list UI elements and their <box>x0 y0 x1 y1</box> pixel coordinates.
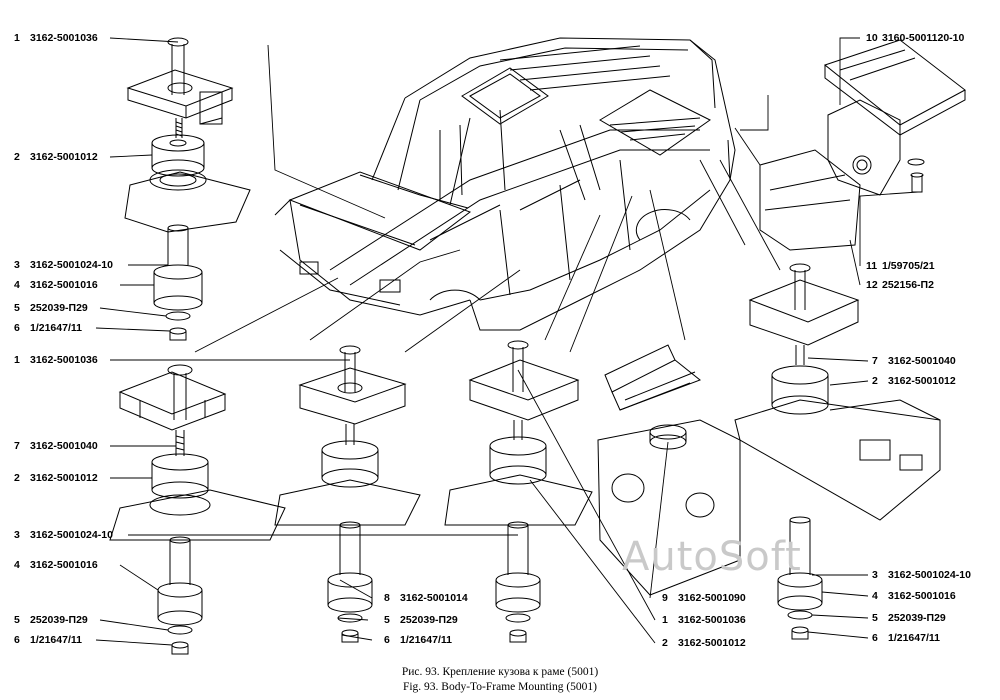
mount-assembly-bottom-center <box>444 340 593 643</box>
leader-lines <box>95 37 919 646</box>
mount-assembly-bottom-left <box>109 364 286 655</box>
caption-english: Fig. 93. Body-To-Frame Mounting (5001) <box>402 681 598 693</box>
frame-plate-assembly <box>597 344 741 596</box>
mount-assembly-bottom-center-left <box>274 345 421 643</box>
mount-assembly-top-left <box>124 37 251 341</box>
vehicle-body-drawing <box>274 37 736 331</box>
mount-assembly-right <box>734 263 941 640</box>
watermark: AutoSoft <box>622 534 802 580</box>
caption-russian: Рис. 93. Крепление кузова к раме (5001) <box>401 666 599 678</box>
bracket-assembly-top-right <box>759 39 966 251</box>
